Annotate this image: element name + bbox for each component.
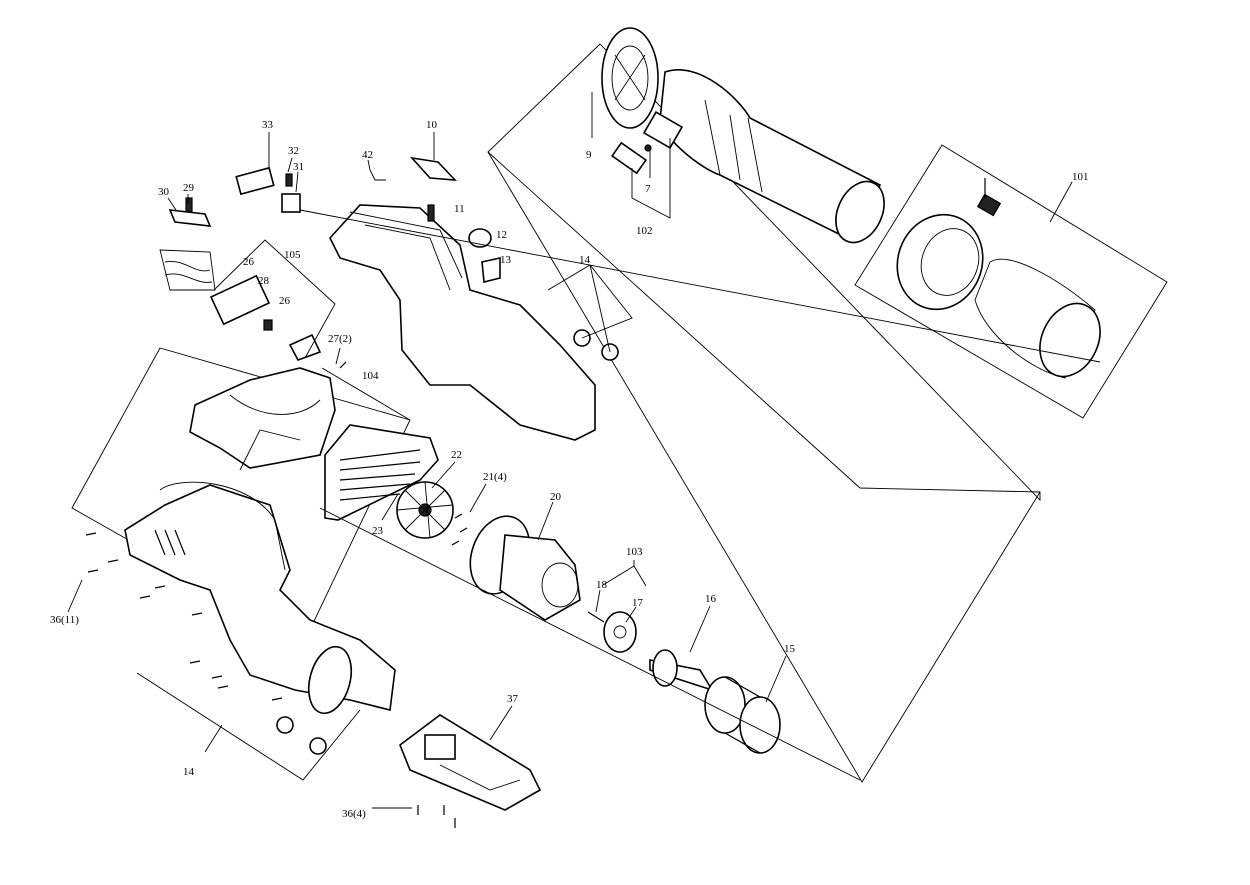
callout-17: 17: [632, 597, 644, 609]
trigger-part-7: [611, 111, 684, 175]
callout-101: 101: [1072, 171, 1089, 183]
handle-housing-half: [189, 367, 336, 471]
nozzle-tip-101: [896, 178, 1101, 379]
centerline-upper: [299, 209, 1101, 363]
callout-102: 102: [636, 225, 653, 237]
callout-15: 15: [784, 643, 796, 655]
callout-26-a: 26: [243, 256, 255, 268]
callout-22: 22: [451, 449, 462, 461]
callout-20: 20: [550, 491, 562, 503]
upper-housing: [329, 204, 596, 441]
motor-housing: [469, 515, 581, 621]
callout-10: 10: [426, 119, 438, 131]
callout-16: 16: [705, 593, 717, 605]
leader-lines: [67, 92, 1073, 809]
lower-housing: [124, 481, 396, 715]
callout-37: 37: [507, 693, 519, 705]
callout-103: 103: [626, 546, 643, 558]
battery-base: [399, 714, 542, 811]
group-frame-104: [321, 367, 411, 421]
callout-21: 21(4): [483, 471, 507, 483]
group-frame-14-lower: [136, 672, 361, 781]
callout-26-b: 26: [279, 295, 291, 307]
vent-grille: [324, 424, 439, 521]
callout-36-bottom: 36(4): [342, 808, 366, 820]
callout-12: 12: [496, 229, 507, 241]
outer-ring: [704, 676, 781, 754]
screws: [85, 361, 468, 828]
callout-13: 13: [500, 254, 512, 266]
callout-28: 28: [258, 275, 270, 287]
nose-cone-base: [652, 649, 678, 687]
pcb-assembly: [159, 249, 322, 361]
centerline-lower: [319, 507, 861, 781]
callout-105: 105: [284, 249, 301, 261]
callout-11: 11: [454, 203, 465, 215]
fitting-14-lower-b: [309, 737, 327, 755]
callout-23: 23: [372, 525, 384, 537]
callout-104: 104: [362, 370, 379, 382]
callout-30: 30: [158, 186, 170, 198]
fan-impeller: [396, 481, 454, 539]
group-frame-105: [213, 239, 336, 359]
group-frame-nozzle: [487, 43, 1041, 502]
callout-27: 27(2): [328, 333, 352, 345]
callout-14-lower: 14: [183, 766, 195, 778]
fitting-14-lower-a: [276, 716, 294, 734]
callout-33: 33: [262, 119, 274, 131]
callout-36-lower-left: 36(11): [50, 614, 79, 626]
callout-14-upper: 14: [579, 254, 591, 266]
motor: [587, 611, 637, 653]
callout-29: 29: [183, 182, 195, 194]
callout-7: 7: [645, 183, 651, 195]
callout-31: 31: [293, 161, 304, 173]
group-frame-main: [487, 151, 1041, 783]
callout-32: 32: [288, 145, 299, 157]
callout-18: 18: [596, 579, 608, 591]
nozzle-tube: [601, 27, 885, 244]
group-frame-101: [854, 144, 1168, 419]
callout-9: 9: [586, 149, 592, 161]
switch-parts: [168, 156, 458, 227]
callout-42: 42: [362, 149, 373, 161]
